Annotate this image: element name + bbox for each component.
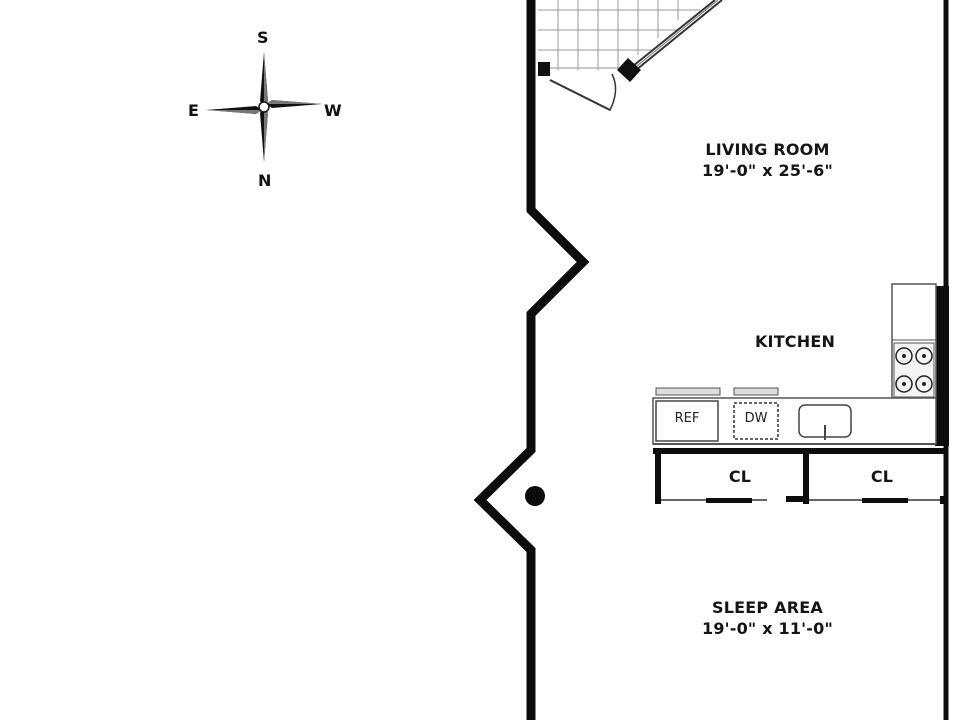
compass-south-label: S	[257, 28, 269, 47]
tiled-balcony	[538, 0, 723, 112]
exterior-wall-left	[473, 0, 590, 720]
closet-walls	[653, 448, 946, 504]
closet-left-label: CL	[728, 467, 752, 486]
compass-east-label: E	[188, 101, 199, 120]
structural-column	[525, 486, 545, 506]
kitchen-cooktop	[891, 283, 937, 399]
kitchen-counter	[652, 387, 937, 445]
living-room-dimensions: 19'-0" x 25'-6"	[701, 161, 833, 180]
sleep-area-dimensions: 19'-0" x 11'-0"	[701, 619, 833, 638]
dishwasher-label: DW	[744, 411, 768, 426]
compass-rose	[206, 52, 322, 162]
closet-right-label: CL	[870, 467, 894, 486]
kitchen-wall-segment	[935, 286, 949, 446]
dishwasher	[733, 402, 779, 440]
kitchen-label: KITCHEN	[754, 332, 836, 351]
compass-north-label: N	[258, 171, 272, 190]
sleep-area-label: SLEEP AREA	[712, 598, 823, 617]
living-room-label: LIVING ROOM	[705, 140, 830, 159]
compass-west-label: W	[324, 101, 342, 120]
refrigerator	[655, 400, 719, 442]
refrigerator-label: REF	[674, 411, 700, 426]
